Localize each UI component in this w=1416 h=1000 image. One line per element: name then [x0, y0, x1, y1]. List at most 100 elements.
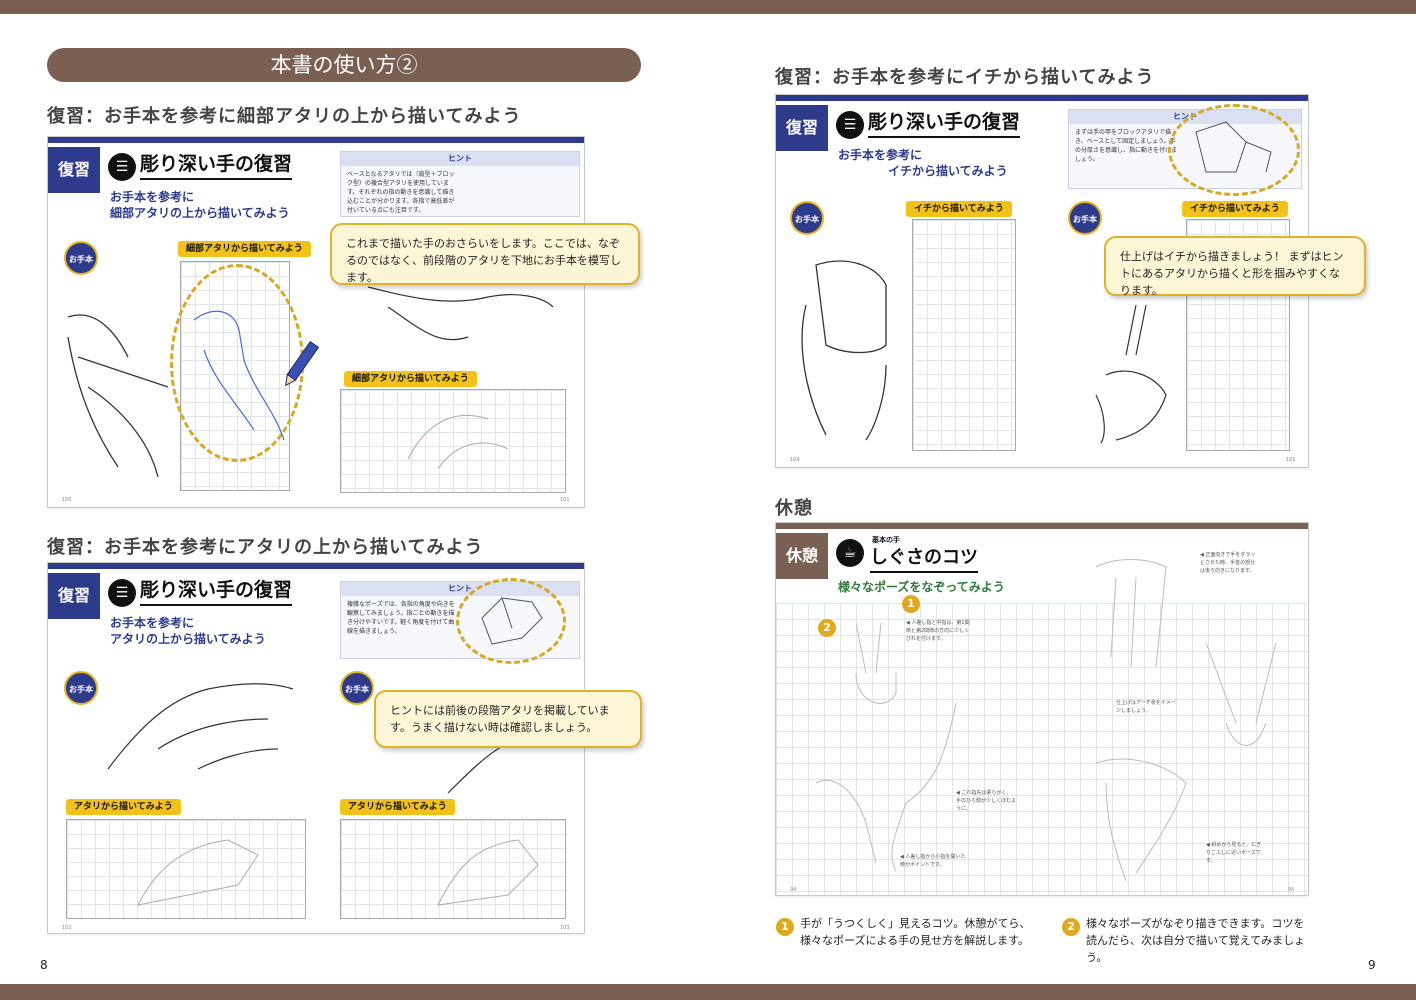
- page-subtitle: お手本を参考に イチから描いてみよう: [838, 147, 1008, 179]
- book-icon: ☰: [108, 579, 136, 607]
- exercise-label: アタリから描いてみよう: [66, 799, 181, 815]
- hand-sketch: [1095, 758, 1187, 882]
- tip-note: ◀ 人差し指と中指は、第1関節と第2関節の方向に少しくびれを付けます。: [906, 620, 970, 642]
- spread-top-rule: [48, 563, 584, 569]
- top-bar: [0, 0, 1416, 14]
- practice-grid: [340, 819, 566, 919]
- spread-detail-atari: 復習 ☰ 彫り深い手の復習 お手本を参考に 細部アタリの上から描いてみよう お手…: [47, 136, 585, 508]
- kicker-label: 基本の手: [872, 536, 900, 544]
- hand-sketch: [855, 622, 897, 704]
- spread-top-rule: [48, 137, 584, 143]
- hand-sketch: [107, 683, 294, 770]
- subtitle-line-1: お手本を参考に: [110, 190, 195, 204]
- section-banner: 本書の使い方②: [47, 48, 641, 82]
- cup-icon: ☕: [836, 539, 864, 567]
- spread-page-left: 100: [62, 497, 72, 503]
- callout-box: ヒントには前後の段階アタリを掲載しています。うまく描けない時は確認しましょう。: [374, 690, 642, 748]
- spread-page-left: 104: [790, 457, 800, 463]
- page-subtitle: お手本を参考に 細部アタリの上から描いてみよう: [110, 189, 290, 221]
- practice-grid: [340, 389, 566, 493]
- page-title: 彫り深い手の復習: [140, 575, 293, 606]
- atari-sketch: [437, 839, 539, 906]
- pencil-icon: [285, 340, 320, 387]
- spread-from-scratch: 復習 ☰ 彫り深い手の復習 お手本を参考に イチから描いてみよう お手本 お手本…: [775, 94, 1309, 468]
- model-badge: お手本: [790, 201, 824, 235]
- spread-page-right: 105: [1286, 457, 1296, 463]
- subtitle-line-2: アタリの上から描いてみよう: [110, 632, 266, 646]
- hand-sketch: [67, 314, 169, 478]
- hint-label: ヒント: [341, 152, 579, 166]
- subtitle-line-1: お手本を参考に: [838, 148, 923, 162]
- hand-sketch: [1095, 559, 1167, 668]
- hand-sketch: [367, 286, 554, 341]
- page-title: しぐさのコツ: [870, 543, 978, 573]
- hand-sketch: [801, 260, 887, 441]
- practice-grid: [912, 219, 1016, 451]
- tip-note: ◀ これ指先は柔らかく、手のひら側が少しくぼむように。: [956, 790, 1017, 812]
- page-title: 彫り深い手の復習: [868, 107, 1021, 138]
- page-number-right: 9: [1368, 958, 1376, 972]
- spread-atari: 復習 ☰ 彫り深い手の復習 お手本を参考に アタリの上から描いてみよう お手本 …: [47, 562, 585, 934]
- exercise-label: アタリから描いてみよう: [340, 799, 455, 815]
- hand-sketch: [1205, 642, 1277, 746]
- break-tag: 休憩: [776, 533, 828, 579]
- hint-box: ヒント ベースとなるアタリでは（扇型＋ブロック型）の複合型アタリを使用しています…: [340, 151, 580, 217]
- spread-page-left: 102: [62, 925, 72, 931]
- bottom-bar: [0, 984, 1416, 1000]
- hand-sketch: [1095, 304, 1167, 444]
- tip-note: 仕上げはアーチ状をイメージしましょう。: [1116, 700, 1176, 714]
- heading-detail-atari: 復習：お手本を参考に細部アタリの上から描いてみよう: [47, 106, 522, 127]
- subtitle-line-2: イチから描いてみよう: [888, 164, 1008, 178]
- review-tag: 復習: [48, 147, 100, 193]
- page-number-left: 8: [40, 958, 48, 972]
- highlight-circle: [1168, 104, 1300, 196]
- book-icon: ☰: [836, 111, 864, 139]
- hand-sketch: [815, 702, 957, 872]
- heading-from-scratch: 復習：お手本を参考にイチから描いてみよう: [775, 67, 1155, 88]
- heading-break: 休憩: [775, 498, 813, 519]
- spread-page-right: 103: [560, 925, 570, 931]
- model-badge: お手本: [64, 241, 98, 275]
- model-badge: お手本: [340, 671, 374, 705]
- page-title: 彫り深い手の復習: [140, 149, 293, 180]
- spread-page-right: 101: [560, 497, 570, 503]
- callout-box: 仕上げはイチから描きましょう！ まずはヒントにあるアタリから描くと形を掴みやすく…: [1104, 236, 1366, 297]
- hint-text: まずは手の甲をブロックアタリで描き、ベースとして固定しましょう。手の分厚さを意識…: [1075, 129, 1178, 163]
- caption-2: 様々なポーズがなぞり描きできます。コツを読んだら、次は自分で描いて覚えてみましょ…: [1086, 917, 1306, 964]
- tip-note: ◀ 正面向きで手をダラッとさせた時、手首の部分は後ろ向きになります。: [1200, 552, 1256, 574]
- caption-1: 手が「うつくしく」見えるコツ。休憩がてら、様々なポーズによる手の見せ方を解説しま…: [800, 917, 1031, 947]
- exercise-label: イチから描いてみよう: [1182, 201, 1288, 217]
- page-subtitle: 様々なポーズをなぞってみよう: [838, 580, 1005, 594]
- spread-page-right: 95: [1288, 887, 1295, 893]
- marker-2: 2: [818, 619, 836, 637]
- caption-2-badge: 2: [1062, 918, 1080, 936]
- page-subtitle: お手本を参考に アタリの上から描いてみよう: [110, 615, 266, 647]
- spread-top-rule: [776, 95, 1308, 101]
- review-tag: 復習: [776, 105, 828, 151]
- atari-sketch: [1195, 121, 1272, 173]
- spread-page-left: 94: [790, 887, 797, 893]
- model-badge: お手本: [1068, 201, 1102, 235]
- practice-grid: [66, 819, 306, 919]
- tip-note: ◀ 斜めから見ると、にぎりこぶしに近いポーズです。: [1206, 842, 1262, 864]
- hand-sketch: [407, 414, 509, 470]
- review-tag: 復習: [48, 573, 100, 619]
- book-icon: ☰: [108, 153, 136, 181]
- subtitle-line-1: お手本を参考に: [110, 616, 195, 630]
- callout-box: これまで描いた手のおさらいをします。ここでは、なぞるのではなく、前段階のアタリを…: [330, 223, 640, 285]
- atari-sketch: [193, 310, 285, 441]
- subtitle-line-2: 細部アタリの上から描いてみよう: [110, 206, 290, 220]
- model-badge: お手本: [64, 671, 98, 705]
- exercise-label: イチから描いてみよう: [906, 201, 1012, 217]
- caption-1-badge: 1: [776, 918, 794, 936]
- atari-sketch: [137, 839, 259, 906]
- tip-note: ◀ 人差し指から小指を開いた時がポイントです。: [900, 854, 966, 868]
- highlight-circle: [456, 578, 566, 664]
- marker-1: 1: [902, 595, 920, 613]
- spread-break: 休憩 ☕ 基本の手 しぐさのコツ 様々なポーズをなぞってみよう 1 2 ◀ 人差…: [775, 522, 1309, 896]
- heading-atari: 復習：お手本を参考にアタリの上から描いてみよう: [47, 537, 484, 558]
- exercise-label: 細部アタリから描いてみよう: [178, 241, 311, 257]
- spread-top-rule: [776, 523, 1308, 529]
- hint-text: ベースとなるアタリでは（扇型＋ブロック型）の複合型アタリを使用しています。それぞ…: [347, 171, 455, 214]
- atari-sketch: [481, 597, 543, 645]
